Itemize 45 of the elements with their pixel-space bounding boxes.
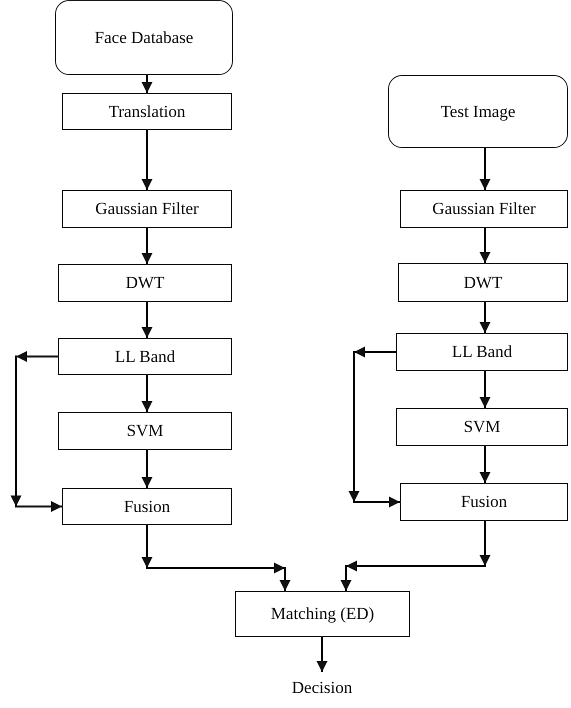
arrow <box>316 637 328 672</box>
node-label: Fusion <box>460 492 508 512</box>
arrow <box>142 302 152 338</box>
node-label: Fusion <box>124 496 170 516</box>
node-label: Decision <box>292 678 352 698</box>
process-box <box>62 93 232 130</box>
node-label: DWT <box>464 272 502 292</box>
node-label: Test Image <box>440 102 516 122</box>
arrow <box>480 148 490 190</box>
arrow <box>348 346 400 508</box>
node-label: SVM <box>464 417 500 437</box>
process-box <box>62 190 232 228</box>
process-box <box>396 408 568 446</box>
node-label: Face Database <box>94 28 194 48</box>
process-box <box>58 412 232 450</box>
process-box <box>400 190 568 228</box>
node-label: LL Band <box>452 342 512 362</box>
arrow <box>142 525 290 591</box>
arrow <box>480 228 490 263</box>
node-label: LL Band <box>114 346 176 366</box>
rounded-box <box>388 75 568 148</box>
rounded-box <box>55 0 233 75</box>
node-label: Translation <box>108 102 186 122</box>
arrow <box>142 450 152 488</box>
process-box <box>58 264 232 302</box>
arrow <box>480 302 490 333</box>
process-box <box>400 483 568 521</box>
arrow <box>142 130 152 190</box>
node-label: Gaussian Filter <box>432 199 536 219</box>
node-label: Gaussian Filter <box>95 199 199 219</box>
arrow <box>340 521 490 591</box>
process-box <box>58 338 232 375</box>
process-box <box>235 591 410 637</box>
node-label: SVM <box>126 421 164 441</box>
arrow <box>480 446 490 483</box>
arrow <box>142 375 152 412</box>
arrow <box>142 228 152 264</box>
process-box <box>62 488 232 525</box>
arrow <box>142 75 152 93</box>
process-box <box>398 263 568 302</box>
process-box <box>396 333 568 371</box>
node-label: Matching (ED) <box>270 604 374 624</box>
arrow <box>480 371 490 408</box>
node-label: DWT <box>126 273 164 293</box>
arrow <box>10 351 62 512</box>
